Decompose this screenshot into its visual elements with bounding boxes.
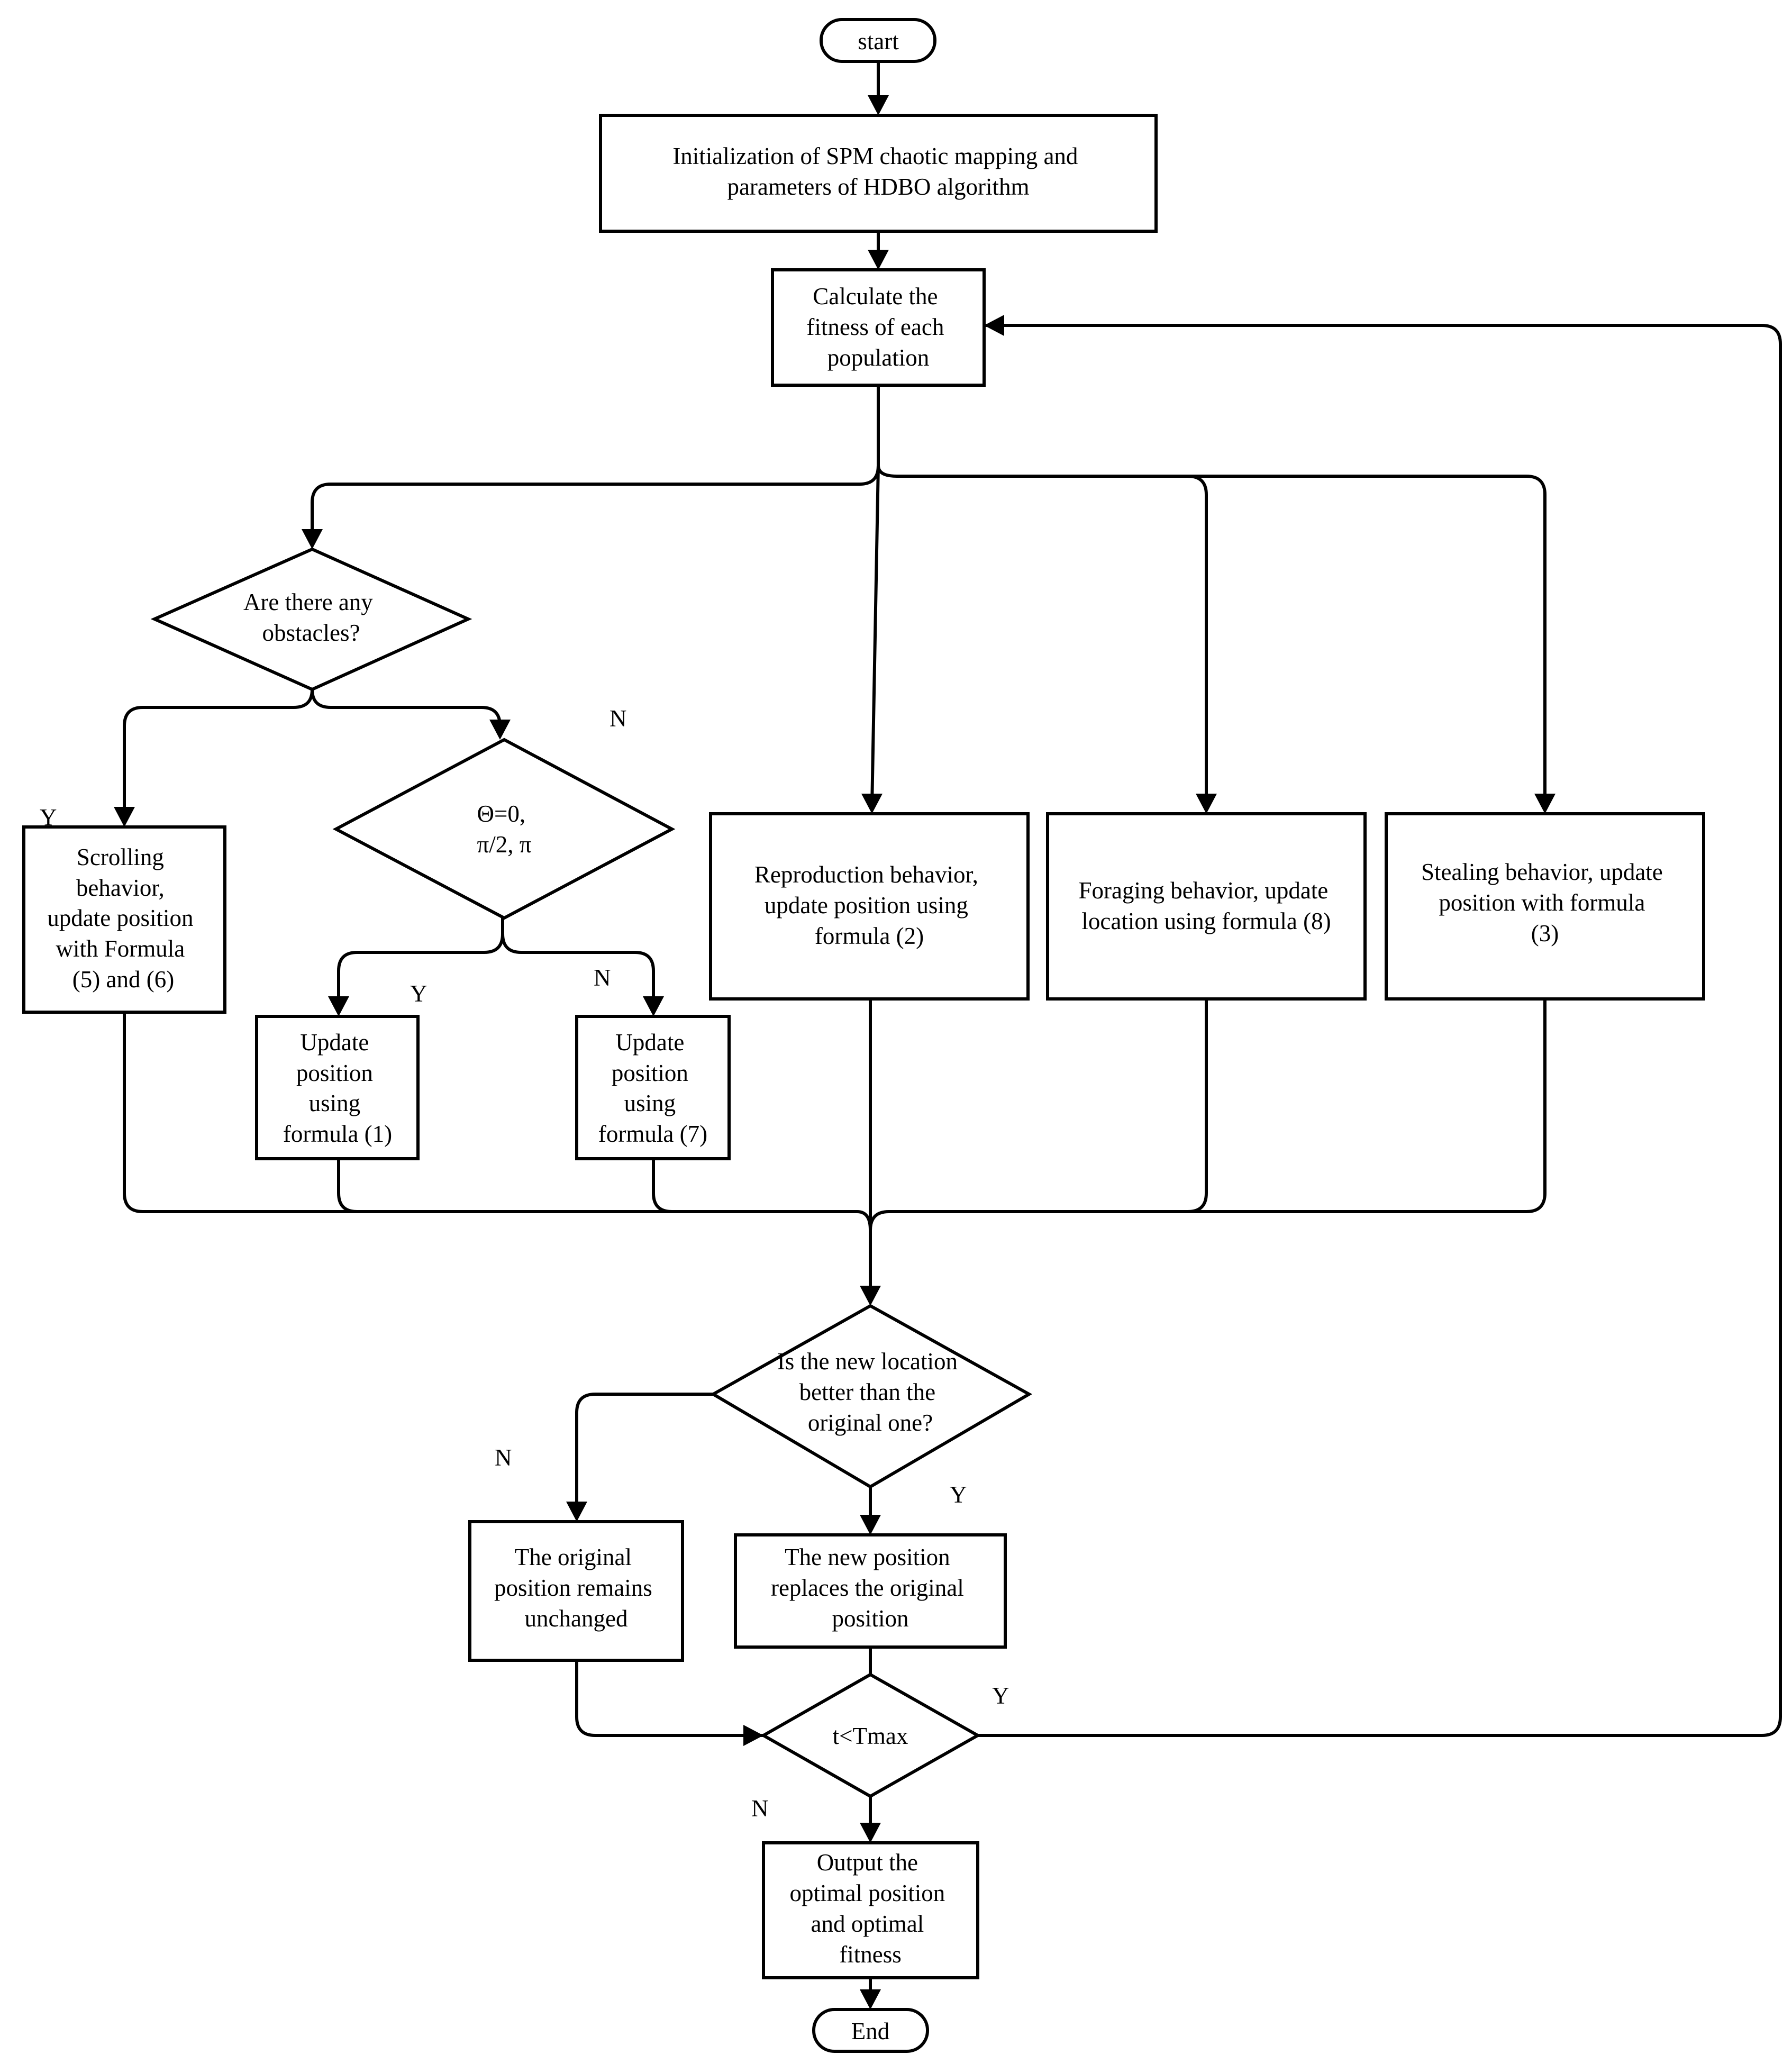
arrowhead-replace (860, 1515, 881, 1535)
theta-yes-label: Y (410, 980, 427, 1007)
edge-theta-no (501, 932, 655, 1011)
edge-scrolling-merge (123, 1011, 872, 1232)
edge-tmax-yes-loop (976, 324, 1782, 1737)
edge-better-no (575, 1393, 715, 1516)
update7-box: Update position using formula (7) (575, 1015, 731, 1160)
arrowhead-obstacles (302, 529, 323, 549)
arrowhead-better (860, 1286, 881, 1306)
edge-split-foraging (877, 464, 1208, 808)
arrowhead-stealing (1534, 794, 1556, 814)
scrolling-box: Scrolling behavior, update position with… (22, 825, 226, 1014)
edge-split-reproduction (870, 464, 880, 808)
edge-unchanged-tmax (575, 1659, 765, 1737)
init-box: Initialization of SPM chaotic mapping an… (599, 114, 1158, 233)
arrowhead-loop (984, 315, 1004, 336)
arrowhead-theta (489, 720, 511, 740)
tmax-decision: t<Tmax (760, 1672, 981, 1798)
theta-text: Θ=0, π/2, π (477, 801, 532, 858)
unchanged-box: The original position remains unchanged (468, 1520, 684, 1662)
arrowhead-foraging (1196, 794, 1217, 814)
arrowhead-update7 (643, 996, 664, 1016)
fitness-box: Calculate the fitness of each population (771, 268, 986, 387)
arrowhead-end (860, 1989, 881, 2009)
edge-obstacles-yes (123, 688, 314, 822)
theta-no-label: N (594, 965, 611, 991)
arrowhead-init (868, 95, 889, 115)
edge-obstacles-no (311, 688, 502, 734)
stealing-box: Stealing behavior, update position with … (1385, 812, 1705, 1001)
fitness-text: Calculate the fitness of each population (806, 283, 950, 371)
better-decision: Is the new location better than the orig… (709, 1304, 1033, 1489)
edge-update1-merge (337, 1157, 359, 1213)
update7-text: Update position using formula (7) (598, 1029, 707, 1147)
replace-text: The new position replaces the original p… (771, 1544, 970, 1632)
tmax-yes-label: Y (992, 1683, 1009, 1709)
obstacles-decision: Are there any obstacles? (150, 547, 472, 692)
output-text: Output the optimal position and optimal … (789, 1849, 951, 1968)
reproduction-box: Reproduction behavior, update position u… (709, 812, 1030, 1001)
edges (123, 56, 1782, 2006)
arrowhead-update1 (328, 996, 349, 1016)
foraging-box: Foraging behavior, update location using… (1046, 812, 1367, 1001)
scrolling-text: Scrolling behavior, update position with… (47, 844, 199, 993)
arrowhead-fitness (868, 250, 889, 270)
better-yes-label: Y (950, 1481, 967, 1508)
update1-text: Update position using formula (1) (283, 1029, 392, 1147)
start-label: start (858, 28, 899, 54)
arrowhead-reproduction (861, 794, 883, 814)
replace-box: The new position replaces the original p… (734, 1533, 1007, 1649)
init-text: Initialization of SPM chaotic mapping an… (672, 143, 1084, 200)
tmax-no-label: N (751, 1795, 769, 1822)
end-terminal: End (812, 2008, 929, 2053)
output-box: Output the optimal position and optimal … (762, 1841, 979, 1979)
edge-labels: Y N Y N N Y Y N (40, 705, 1009, 1822)
arrowhead-scrolling (114, 807, 135, 827)
start-terminal: start (820, 18, 936, 63)
arrowheads (114, 95, 1556, 2009)
unchanged-text: The original position remains unchanged (494, 1544, 658, 1632)
edge-update7-merge (652, 1157, 674, 1213)
obstacles-yes-label: Y (40, 804, 57, 831)
arrowhead-tmax-in (743, 1725, 763, 1746)
foraging-text: Foraging behavior, update location using… (1078, 877, 1334, 934)
edge-theta-yes (337, 916, 504, 1011)
edge-stealing-merge (1186, 997, 1547, 1213)
edge-split-obstacles (311, 464, 880, 544)
arrowhead-output (860, 1823, 881, 1843)
better-no-label: N (495, 1444, 512, 1471)
end-label: End (851, 2018, 890, 2044)
edge-split-stealing (1186, 475, 1547, 808)
better-text: Is the new location better than the orig… (777, 1348, 963, 1436)
obstacles-text: Are there any obstacles? (243, 589, 379, 646)
tmax-text: t<Tmax (833, 1723, 908, 1749)
arrowhead-unchanged (566, 1502, 587, 1522)
reproduction-text: Reproduction behavior, update position u… (754, 861, 984, 949)
stealing-text: Stealing behavior, update position with … (1421, 859, 1669, 947)
theta-decision: Θ=0, π/2, π (332, 738, 676, 920)
update1-box: Update position using formula (1) (255, 1015, 420, 1160)
edge-foraging-merge (869, 997, 1208, 1232)
obstacles-no-label: N (610, 705, 627, 732)
